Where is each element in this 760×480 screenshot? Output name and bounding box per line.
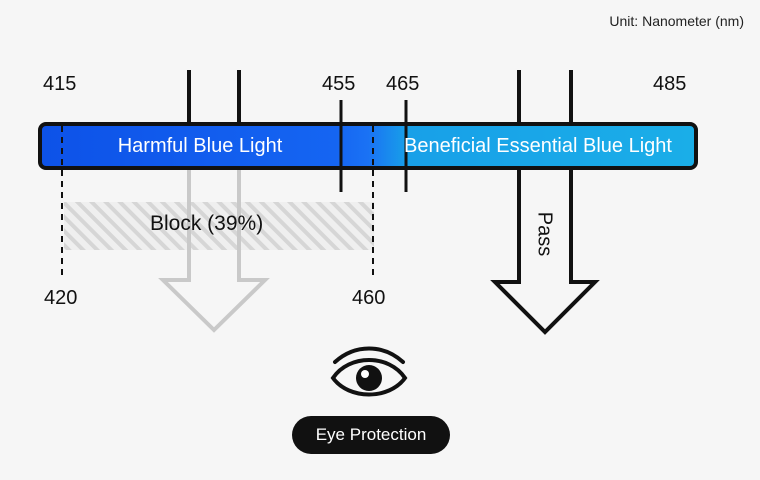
eye-icon xyxy=(330,346,408,397)
tick-420: 420 xyxy=(44,287,78,309)
spectrum-band xyxy=(38,122,698,170)
harmful-label: Harmful Blue Light xyxy=(117,135,283,157)
pass-label: Pass xyxy=(533,211,556,257)
tick-460: 460 xyxy=(352,287,386,309)
tick-485: 485 xyxy=(653,73,687,95)
unit-label: Unit: Nanometer (nm) xyxy=(609,13,744,29)
eye-protection-badge: Eye Protection xyxy=(292,416,450,454)
beneficial-label: Beneficial Essential Blue Light xyxy=(404,135,672,157)
block-label: Block (39%) xyxy=(150,212,264,235)
pass-arrow-icon xyxy=(490,70,600,335)
block-region xyxy=(64,202,374,250)
eye-protection-label: Eye Protection xyxy=(315,425,427,444)
tick-455: 455 xyxy=(322,73,356,95)
tick-465: 465 xyxy=(386,73,420,95)
tick-415: 415 xyxy=(43,73,77,95)
block-arrow-icon xyxy=(158,70,270,333)
